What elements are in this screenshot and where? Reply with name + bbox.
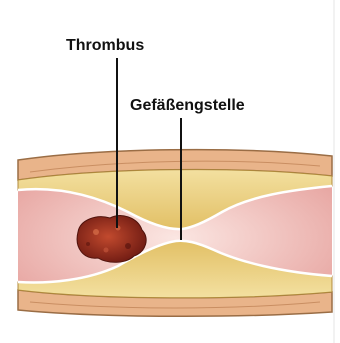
- stenosis-label: Gefäßengstelle: [130, 97, 245, 114]
- thrombus-clot: [77, 216, 146, 263]
- thrombus-label: Thrombus: [66, 37, 144, 54]
